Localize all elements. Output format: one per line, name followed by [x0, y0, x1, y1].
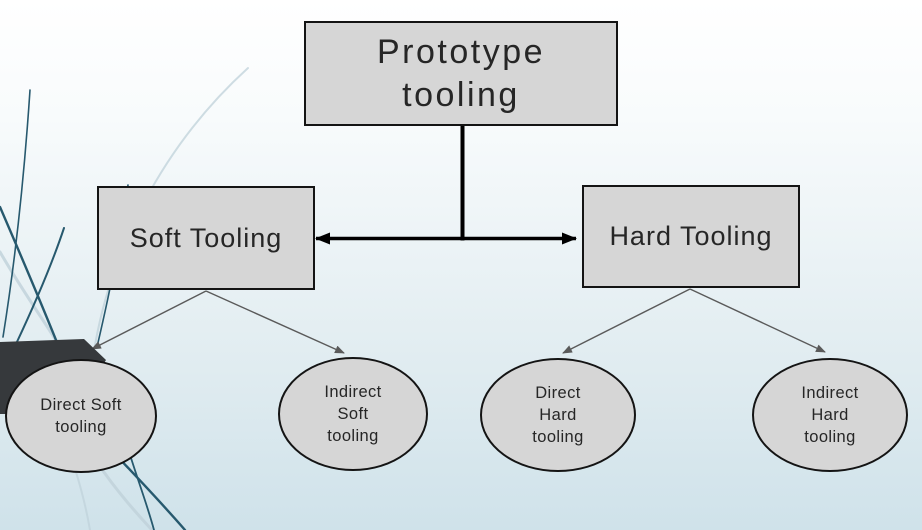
node-direct-soft-tooling: Direct Soft tooling [5, 359, 157, 473]
node-label: Prototype tooling [376, 32, 546, 114]
node-indirect-hard-tooling: Indirect Hard tooling [752, 358, 908, 472]
node-soft-tooling: Soft Tooling [97, 186, 315, 290]
node-prototype-tooling: Prototype tooling [304, 21, 618, 126]
node-label: Direct Hard tooling [532, 383, 584, 447]
node-hard-tooling: Hard Tooling [582, 185, 800, 288]
node-label: Hard Tooling [609, 221, 773, 251]
root-branch-connector [315, 126, 577, 245]
node-label: Indirect Soft tooling [324, 382, 382, 446]
branch-leaf-connectors [91, 288, 826, 354]
node-label: Direct Soft tooling [40, 395, 122, 436]
node-direct-hard-tooling: Direct Hard tooling [480, 358, 636, 472]
node-label: Indirect Hard tooling [801, 383, 859, 447]
node-label: Soft Tooling [129, 222, 283, 253]
node-indirect-soft-tooling: Indirect Soft tooling [278, 357, 428, 471]
